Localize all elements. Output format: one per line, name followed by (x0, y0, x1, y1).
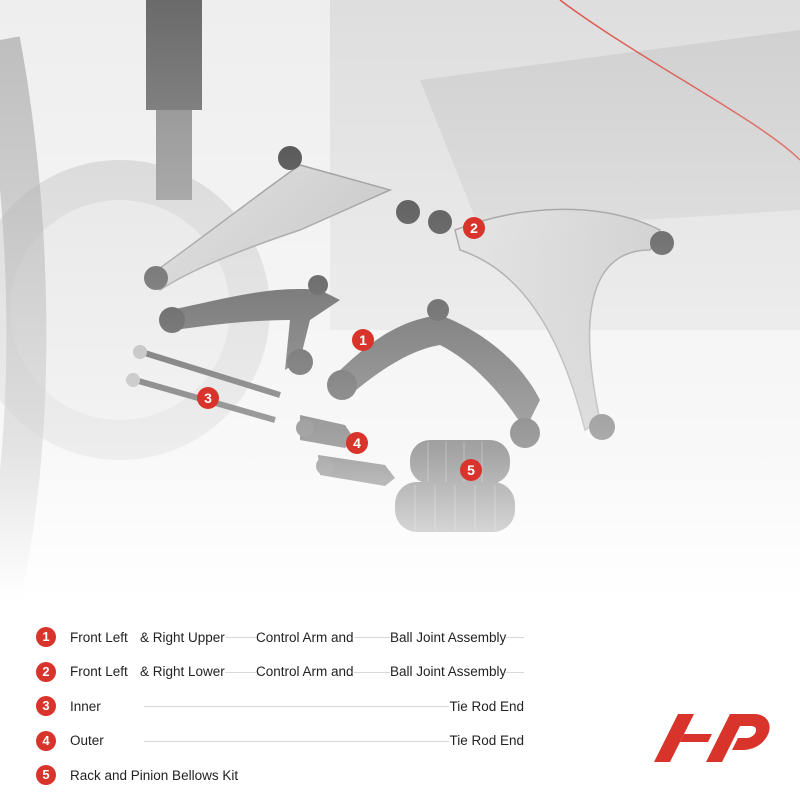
legend-text: Outer (70, 733, 104, 749)
leader-line (144, 740, 524, 742)
legend-number-4: 4 (36, 730, 56, 751)
leader-line (144, 706, 524, 708)
legend-text: Rack and Pinion Bellows Kit (70, 767, 239, 783)
legend-text: Tie Rod End (449, 733, 524, 749)
legend-number-3: 3 (36, 696, 56, 717)
bottom-fade (0, 0, 800, 600)
legend-item-2: 2 Front Left & Right Lower Control Arm a… (36, 655, 536, 690)
legend-item-5: 5 Rack and Pinion Bellows Kit (36, 758, 536, 793)
legend-item-3: 3 Inner Tie Rod End (36, 689, 536, 724)
legend-text: Ball Joint Assembly (390, 629, 507, 645)
legend-text: Tie Rod End (449, 698, 524, 714)
callout-3: 3 (197, 387, 219, 409)
callout-2: 2 (463, 217, 485, 239)
legend-text: & Right Lower (140, 664, 225, 680)
parts-legend: 1 Front Left & Right Upper Control Arm a… (36, 620, 536, 793)
callout-1: 1 (352, 329, 374, 351)
suspension-scene (0, 0, 800, 600)
callout-5: 5 (460, 459, 482, 481)
legend-number-5: 5 (36, 765, 56, 786)
legend-text: Ball Joint Assembly (390, 664, 507, 680)
legend-text: Control Arm and (256, 629, 354, 645)
brand-logo-icon (654, 714, 770, 762)
callout-4: 4 (346, 432, 368, 454)
legend-text: Inner (70, 698, 101, 714)
legend-text: & Right Upper (140, 629, 225, 645)
legend-number-2: 2 (36, 661, 56, 682)
legend-item-1: 1 Front Left & Right Upper Control Arm a… (36, 620, 536, 655)
legend-text: Control Arm and (256, 664, 354, 680)
legend-number-1: 1 (36, 627, 56, 648)
legend-text: Front Left (70, 664, 128, 680)
legend-item-4: 4 Outer Tie Rod End (36, 724, 536, 759)
legend-text: Front Left (70, 629, 128, 645)
